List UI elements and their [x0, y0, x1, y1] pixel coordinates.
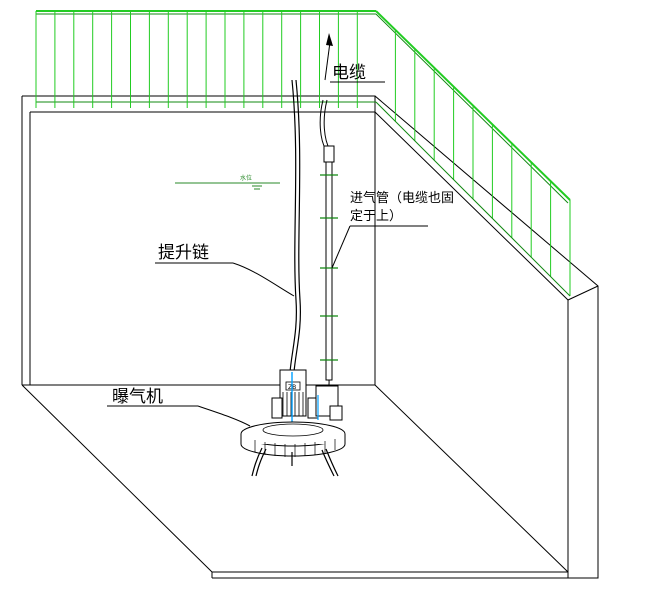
aerator-motor — [279, 369, 307, 417]
aerator-machine: ZB — [240, 369, 346, 477]
aerator-legs — [251, 447, 339, 477]
railing-top-rail-side-inner — [375, 13, 569, 204]
tank-structure — [21, 95, 599, 579]
cable-label: 电缆 — [332, 63, 366, 83]
railing — [35, 10, 571, 297]
tank-back-wall — [22, 95, 376, 386]
water-level-label: 水位 — [240, 174, 252, 182]
intake-pipe-tube — [325, 161, 333, 381]
railing-bottom-rail-side — [375, 101, 571, 297]
aerator-label: 曝气机 — [112, 387, 163, 407]
cable-arrow — [324, 33, 333, 81]
lifting-chain — [289, 79, 301, 373]
lifting-chain-label: 提升链 — [158, 243, 209, 263]
intake-pipe-cap — [323, 145, 335, 163]
water-level-mark: 水位 — [175, 174, 280, 190]
leader-lines — [107, 81, 428, 427]
intake-pipe-label-line1: 进气管（电缆也固 — [350, 190, 454, 206]
tank-right-wall — [374, 95, 599, 579]
intake-pipe-label-line2: 定于上） — [350, 209, 402, 224]
intake-pipe — [317, 145, 338, 406]
cable-line — [319, 99, 331, 151]
